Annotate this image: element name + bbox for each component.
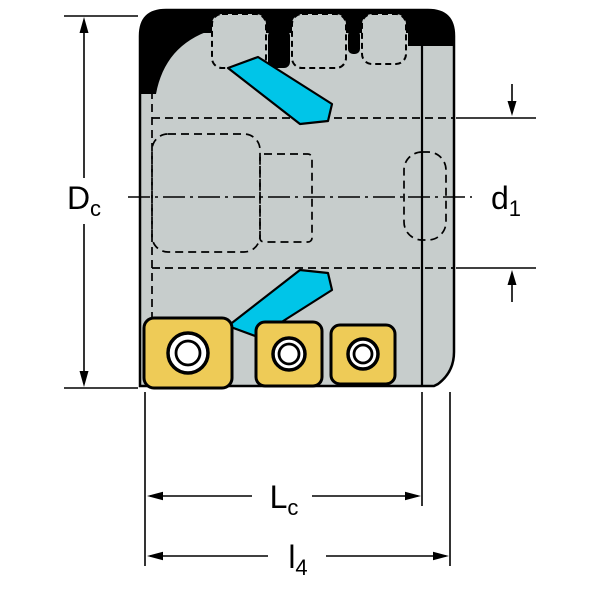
dimension-l4: l4: [147, 392, 451, 580]
pocket-outline-1: [211, 13, 267, 69]
dc-arrow-up: [79, 17, 89, 33]
top-cap-right: [408, 30, 454, 46]
d1-label: d1: [491, 180, 521, 221]
inserts: [142, 316, 397, 390]
counterbore-outline: [151, 133, 261, 253]
d1-arrow-down: [507, 101, 517, 116]
dimension-dc: Dc: [64, 15, 138, 389]
insert-3: [329, 323, 397, 386]
insert-2: [254, 320, 324, 388]
insert-1: [142, 316, 234, 390]
pocket-outline-3: [361, 13, 407, 65]
dc-label: Dc: [67, 180, 101, 221]
l4-arrow-left: [147, 551, 163, 561]
insert-3-screw-hole-inner: [352, 343, 374, 365]
pocket-outline-2: [291, 13, 347, 69]
d1-arrow-up: [507, 270, 517, 285]
insert-2-screw-hole-inner: [277, 342, 301, 366]
top-tab-1: [268, 30, 290, 68]
top-tab-2: [348, 30, 360, 54]
chip-flute-lower: [226, 268, 334, 339]
l4-arrow-right: [433, 551, 449, 561]
lc-arrow-left: [147, 491, 163, 501]
lc-label: Lc: [270, 479, 299, 520]
dimension-d1: d1: [456, 84, 536, 302]
lc-arrow-right: [405, 491, 421, 501]
center-bore-outline: [259, 153, 313, 243]
bore-end-outline: [403, 151, 447, 241]
l4-label: l4: [288, 539, 307, 580]
insert-1-screw-hole-inner: [174, 339, 202, 367]
cutter-body: [138, 8, 456, 388]
dimension-lc: Lc: [144, 392, 423, 566]
chip-flute-upper: [226, 55, 334, 126]
top-cap-left-corner: [140, 30, 212, 94]
dc-arrow-down: [79, 371, 89, 387]
